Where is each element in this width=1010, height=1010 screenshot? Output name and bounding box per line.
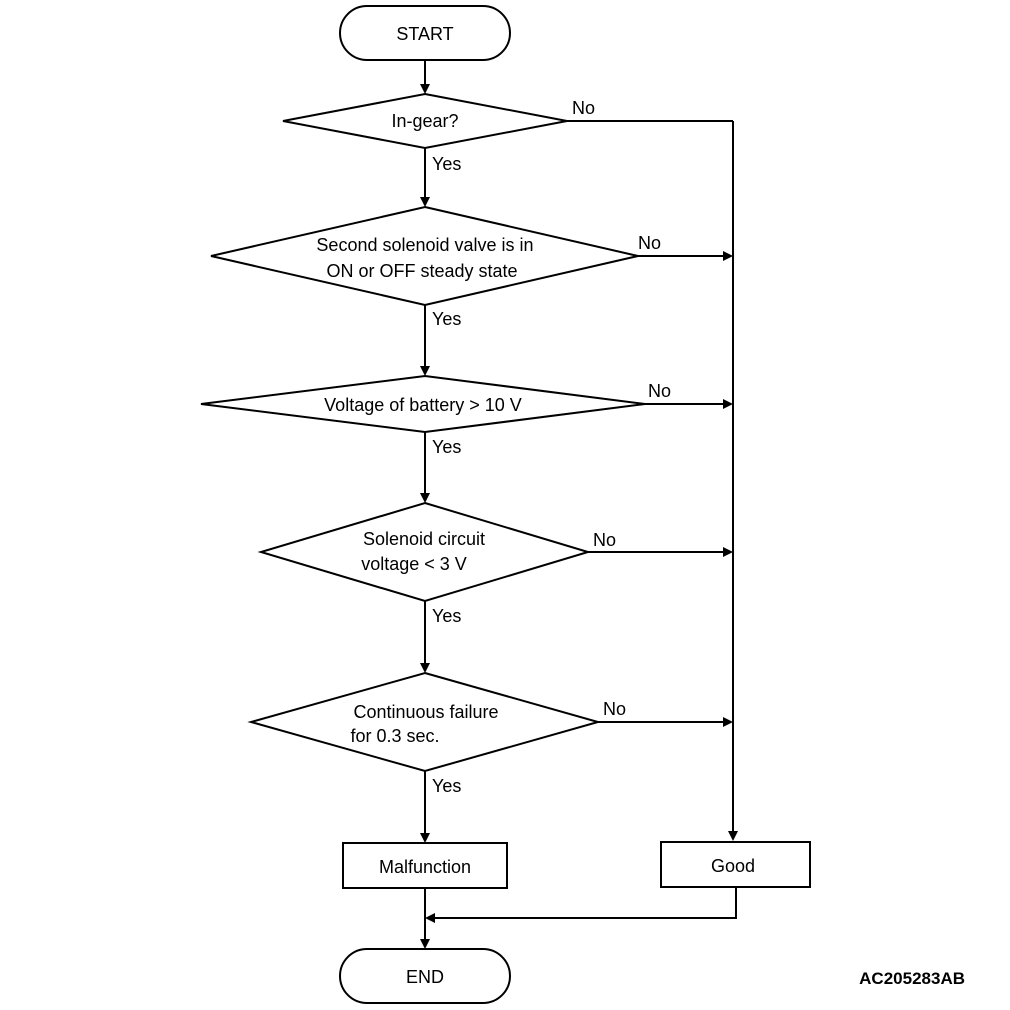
connector-good-to-merge (435, 887, 737, 919)
figure-code: AC205283AB (859, 969, 965, 988)
end-label: END (406, 967, 444, 987)
arrowhead (420, 493, 430, 503)
arrowhead (420, 366, 430, 376)
arrowhead (723, 251, 733, 261)
arrowhead (420, 663, 430, 673)
decision-solenoid-steady-state-no-label: No (638, 233, 661, 253)
decision-solenoid-circuit-voltage (257, 501, 592, 603)
end-terminator (339, 948, 511, 1004)
decision-battery-voltage-no-label: No (648, 381, 671, 401)
arrowhead (723, 547, 733, 557)
decision-solenoid-steady-state (210, 205, 639, 307)
malfunction-label: Malfunction (379, 857, 471, 877)
arrowhead (420, 833, 430, 843)
decision-continuous-failure-yes-label: Yes (432, 776, 461, 796)
decision-solenoid-steady-state-line-2: ON or OFF steady state (326, 261, 517, 281)
decision-continuous-failure-line-1: Continuous failure (353, 702, 498, 722)
malfunction-box (342, 842, 508, 889)
arrowhead (425, 913, 435, 923)
start-label: START (396, 24, 453, 44)
decision-continuous-failure-line-2: for 0.3 sec. (350, 726, 439, 746)
good-label: Good (711, 856, 755, 876)
decision-solenoid-circuit-voltage-yes-label: Yes (432, 606, 461, 626)
decision-solenoid-circuit-voltage-line-2: voltage < 3 V (361, 554, 467, 574)
decision-battery-voltage-label: Voltage of battery > 10 V (324, 395, 522, 415)
decision-in-gear-yes-label: Yes (432, 154, 461, 174)
decision-solenoid-steady-state-yes-label: Yes (432, 309, 461, 329)
decision-battery-voltage-yes-label: Yes (432, 437, 461, 457)
arrowhead (723, 717, 733, 727)
decision-in-gear-label: In-gear? (391, 111, 458, 131)
arrowhead (723, 399, 733, 409)
arrowhead (420, 84, 430, 94)
decision-solenoid-circuit-voltage-line-1: Solenoid circuit (363, 529, 485, 549)
arrowhead (420, 939, 430, 949)
decision-continuous-failure-no-label: No (603, 699, 626, 719)
decision-in-gear-no-label: No (572, 98, 595, 118)
good-box (660, 841, 811, 888)
arrowhead (420, 197, 430, 207)
decision-solenoid-circuit-voltage-no-label: No (593, 530, 616, 550)
decision-solenoid-steady-state-line-1: Second solenoid valve is in (316, 235, 533, 255)
decision-continuous-failure (247, 671, 602, 773)
arrowhead (728, 831, 738, 841)
